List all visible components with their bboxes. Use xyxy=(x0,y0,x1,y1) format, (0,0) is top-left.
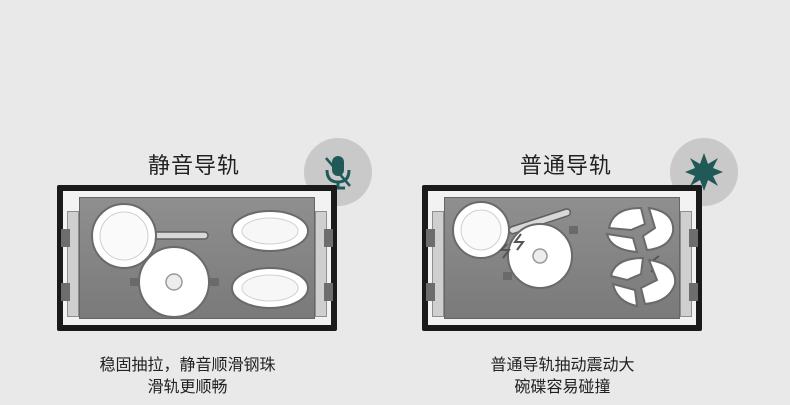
left-rail xyxy=(432,211,444,317)
silent-rail-title: 静音导轨 xyxy=(148,154,241,179)
drawer-illustration xyxy=(422,185,702,331)
right-rail xyxy=(680,211,692,317)
normal-rail-panel: 普通导轨 xyxy=(395,0,790,405)
right-rail xyxy=(315,211,327,317)
dishes-illustration xyxy=(91,203,309,318)
normal-caption: 普通导轨抽动震动大 碗碟容易碰撞 xyxy=(490,355,635,396)
drawer-illustration xyxy=(57,185,337,331)
drawer-tray xyxy=(444,197,680,319)
broken-dishes-illustration xyxy=(452,201,677,308)
burst-icon xyxy=(685,153,723,191)
silent-rail-panel: 静音导轨 xyxy=(57,138,372,396)
drawer-tray xyxy=(79,197,315,319)
normal-rail-title: 普通导轨 xyxy=(520,154,613,179)
impact-badge xyxy=(670,138,738,206)
left-rail xyxy=(67,211,79,317)
silent-caption: 稳固抽拉，静音顺滑钢珠 滑轨更顺畅 xyxy=(99,355,276,396)
